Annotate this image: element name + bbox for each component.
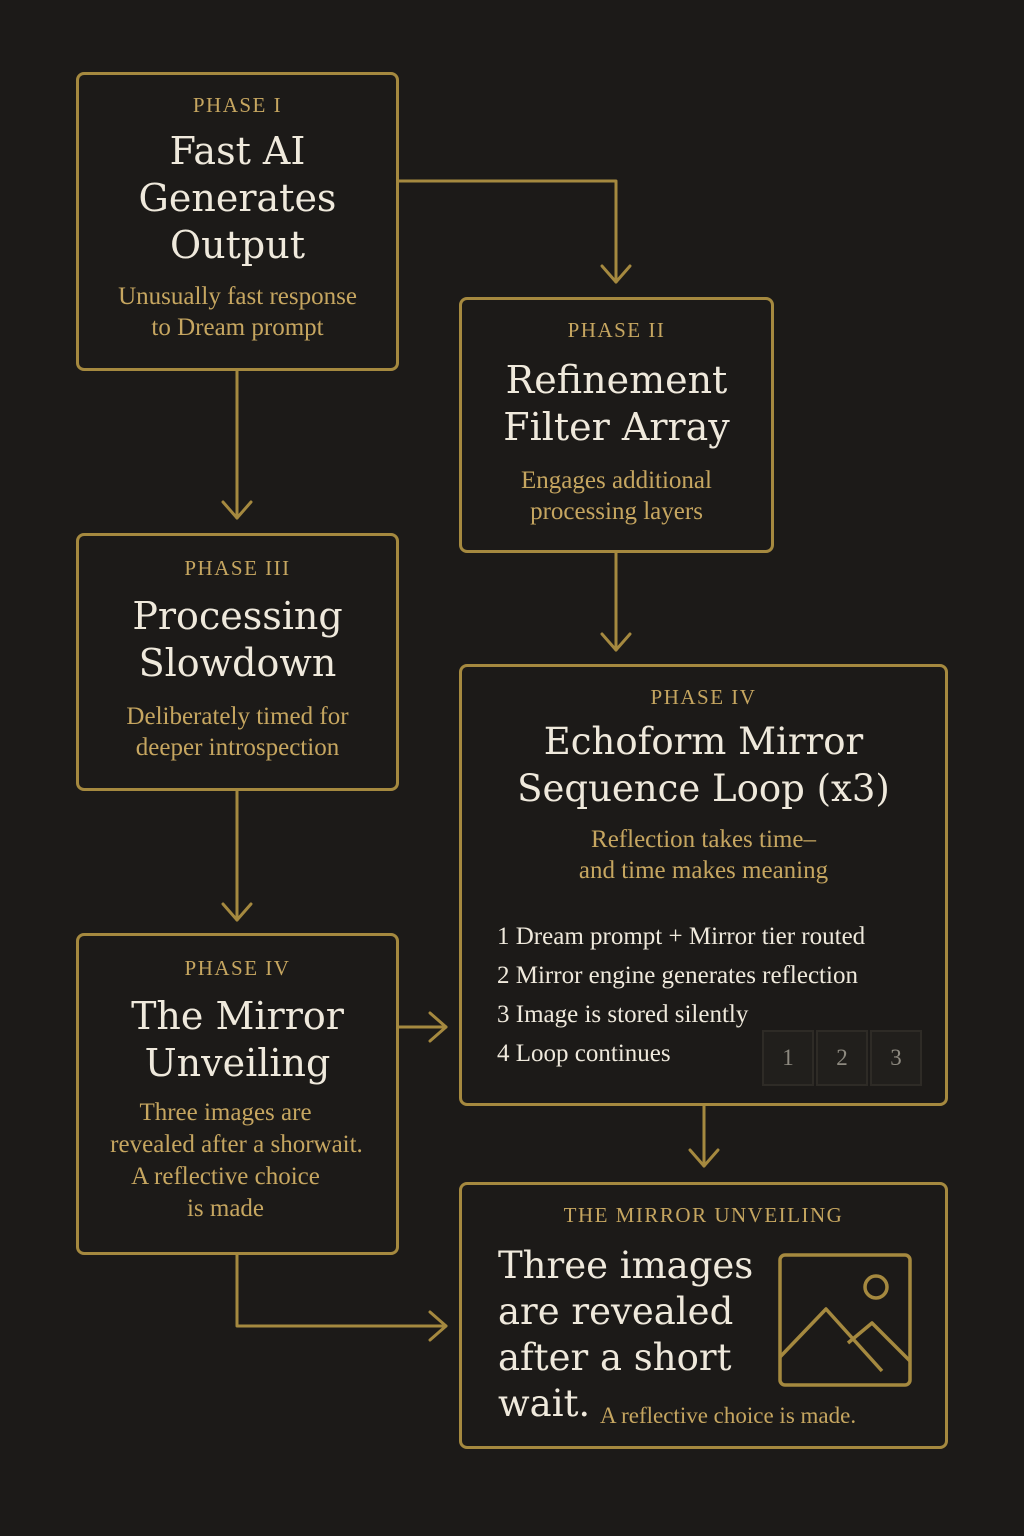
node-subtitle: Deliberately timed for deeper introspect…: [79, 701, 396, 763]
node-title: Echoform Mirror Sequence Loop (x3): [462, 718, 945, 812]
title-line: after a short: [498, 1336, 732, 1379]
title-line: are revealed: [498, 1290, 734, 1333]
image-slot: 2: [816, 1030, 868, 1086]
node-title: Fast AI Generates Output: [79, 128, 396, 269]
phase-label: PHASE I: [192, 93, 283, 117]
loop-step: 1 Dream prompt + Mirror tier routed: [497, 923, 866, 950]
node-title: Refinement Filter Array: [462, 357, 771, 451]
node-subtitle: Reflection takes time– and time makes me…: [462, 824, 945, 886]
title-line: Generates: [138, 176, 337, 220]
phase-label: THE MIRROR UNVEILING: [563, 1203, 844, 1227]
arrowhead-phase4-to-final: [688, 1148, 720, 1168]
arrowhead-unveiling-to-phase4: [428, 1011, 448, 1043]
title-line: Processing: [132, 594, 343, 638]
image-slots: 1 2 3: [762, 1030, 924, 1086]
arrowhead-phase1-to-phase2: [600, 264, 632, 284]
loop-steps: 1 Dream prompt + Mirror tier routed 2 Mi…: [497, 917, 865, 1073]
node-phase-1: PHASE I Fast AI Generates Output Unusual…: [76, 72, 399, 371]
subtitle-line: Three images are: [139, 1099, 312, 1126]
subtitle-line: and time makes meaning: [578, 857, 829, 884]
node-title: Three images are revealed after a short …: [498, 1243, 753, 1427]
node-phase-2: PHASE II Refinement Filter Array Engages…: [459, 297, 774, 553]
title-line: Echoform Mirror: [543, 720, 864, 763]
title-line: Three images: [498, 1244, 754, 1287]
node-final-unveiling: THE MIRROR UNVEILING Three images are re…: [459, 1182, 948, 1449]
node-subtitle: Engages additional processing layers: [462, 465, 771, 527]
edge-unveiling-to-final: [235, 1253, 448, 1328]
title-line: Refinement: [505, 358, 728, 402]
subtitle-line: deeper introspection: [135, 734, 340, 761]
node-subtitle: Unusually fast response to Dream prompt: [79, 281, 396, 343]
node-phase-4-unveiling: PHASE IV The Mirror Unveiling Three imag…: [76, 933, 399, 1255]
arrowhead-phase3-to-unveiling: [221, 902, 253, 922]
arrowhead-unveiling-to-final: [428, 1310, 448, 1342]
subtitle-line: Deliberately timed for: [126, 703, 349, 730]
title-line: wait.: [498, 1382, 591, 1425]
subtitle-line: A reflective choice: [131, 1163, 320, 1190]
phase-label: PHASE III: [184, 556, 291, 580]
edge-phase1-to-phase2: [397, 179, 618, 284]
image-slot: 3: [870, 1030, 922, 1086]
arrowhead-phase1-to-phase3: [221, 500, 253, 520]
node-subtitle: A reflective choice is made.: [600, 1403, 857, 1428]
subtitle-line: is made: [186, 1195, 265, 1222]
node-phase-3: PHASE III Processing Slowdown Deliberate…: [76, 533, 399, 791]
title-line: Slowdown: [138, 641, 337, 685]
subtitle-line: revealed after a shorwait.: [110, 1131, 363, 1158]
phase-label: PHASE IV: [184, 956, 291, 980]
node-phase-4-echoform: PHASE IV Echoform Mirror Sequence Loop (…: [459, 664, 948, 1106]
subtitle-line: Engages additional: [521, 467, 712, 494]
phase-label: PHASE IV: [650, 685, 757, 709]
title-line: Unveiling: [144, 1041, 331, 1085]
subtitle-line: Unusually fast response: [118, 283, 357, 310]
title-line: The Mirror: [131, 994, 344, 1038]
image-slot: 1: [762, 1030, 814, 1086]
loop-step: 4 Loop continues: [497, 1040, 671, 1067]
subtitle-line: processing layers: [530, 498, 703, 525]
subtitle-line: Reflection takes time–: [591, 826, 816, 853]
image-icon: [778, 1253, 912, 1387]
loop-step: 3 Image is stored silently: [497, 1001, 749, 1028]
loop-step: 2 Mirror engine generates reflection: [497, 962, 858, 989]
node-subtitle: Three images are revealed after a shorwa…: [65, 1097, 396, 1225]
title-line: Fast AI: [169, 129, 306, 173]
phase-label: PHASE II: [567, 318, 666, 342]
title-line: Sequence Loop (x3): [517, 767, 890, 810]
arrowhead-phase2-to-phase4: [600, 632, 632, 652]
subtitle-line: to Dream prompt: [151, 314, 324, 341]
node-title: Processing Slowdown: [79, 593, 396, 687]
title-line: Filter Array: [503, 405, 730, 449]
title-line: Output: [170, 223, 305, 267]
node-title: The Mirror Unveiling: [79, 993, 396, 1087]
